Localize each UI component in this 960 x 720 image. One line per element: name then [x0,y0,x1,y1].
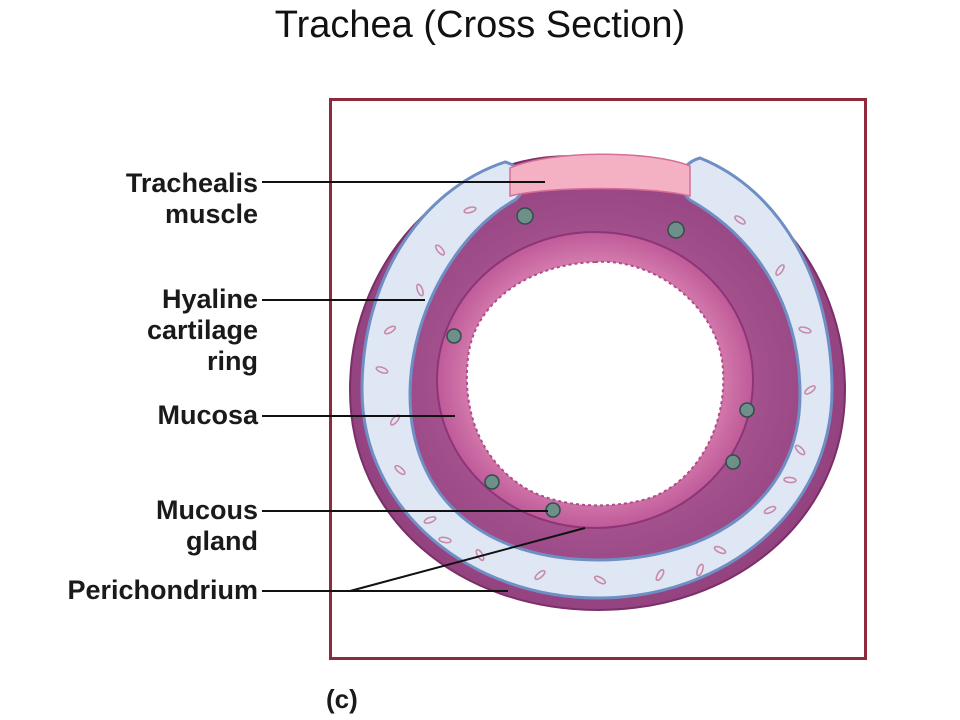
label-perichondrium-line-1: Perichondrium [67,575,258,605]
diagram-title: Trachea (Cross Section) [274,4,686,46]
mucous-gland-clusters [446,207,755,518]
figure-caption: (c) [326,684,358,714]
label-mucous-gland-line-2: gland [186,526,258,556]
label-mucous-gland: Mucous gland [156,495,258,557]
trachealis-muscle-band [509,153,691,197]
label-hyaline-line-1: Hyaline [161,284,258,314]
label-hyaline-line-3: ring [207,346,258,376]
label-trachealis-muscle: Trachealis muscle [126,168,258,230]
tracheal-lumen [465,260,725,507]
leader-perichondrium-b [349,527,586,592]
label-mucosa: Mucosa [157,400,258,431]
label-hyaline-cartilage-ring: Hyaline cartilage ring [147,284,258,377]
label-trachealis-line-2: muscle [164,199,258,229]
label-leader-lines [262,181,586,592]
label-mucous-gland-line-1: Mucous [155,495,258,525]
label-hyaline-line-2: cartilage [146,315,258,345]
label-perichondrium: Perichondrium [67,575,258,606]
label-trachealis-line-1: Trachealis [125,168,258,198]
label-mucosa-line-1: Mucosa [157,400,258,430]
